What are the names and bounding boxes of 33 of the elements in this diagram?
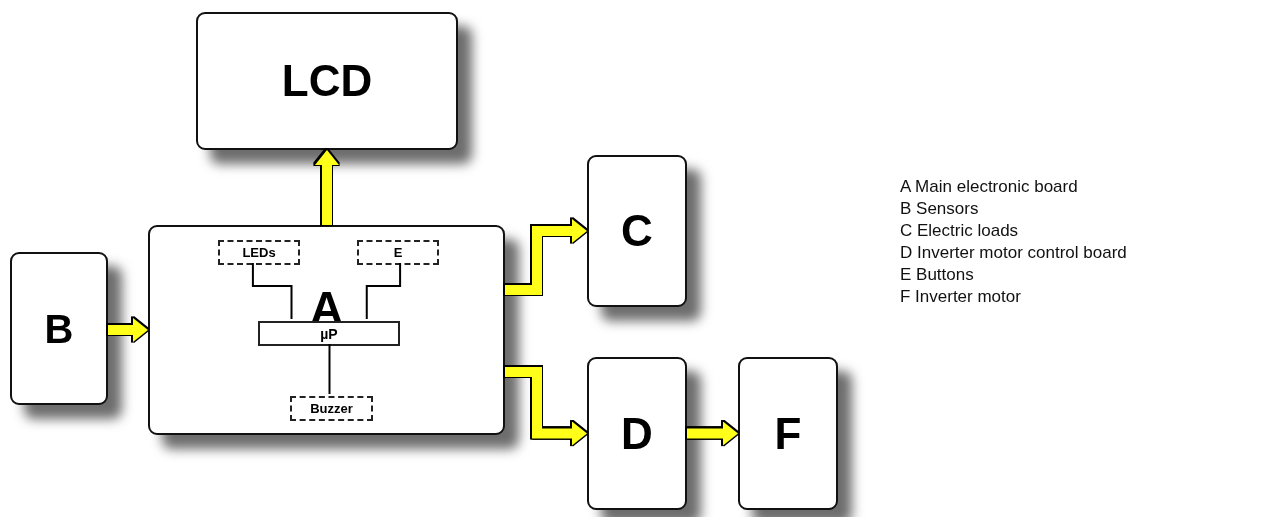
- block-arrow: [505, 219, 587, 295]
- block-letter: F: [774, 411, 802, 456]
- key-text: C Electric loads: [900, 220, 1020, 242]
- connector-line: [365, 262, 402, 320]
- connector-line: [328, 343, 331, 395]
- component-label: LEDs: [242, 245, 276, 260]
- block-arrow: [505, 367, 587, 446]
- key-text: B Sensors: [900, 198, 980, 220]
- component-label: E: [393, 245, 403, 260]
- block-letter: D: [621, 411, 653, 456]
- dashed-component-box: [290, 396, 373, 421]
- key-text: F Inverter motor: [900, 286, 1022, 308]
- component-label: Buzzer: [310, 401, 353, 416]
- block-letter: C: [621, 209, 653, 253]
- block-letter: LCD: [281, 59, 373, 103]
- block-letter: B: [44, 308, 74, 349]
- block-box: [587, 357, 687, 510]
- component-label: µP: [320, 325, 338, 342]
- block-arrow: [315, 150, 339, 225]
- dashed-component-box: [357, 240, 439, 265]
- block-box: [148, 225, 505, 435]
- block-arrow: [687, 421, 738, 446]
- component-box: [258, 321, 400, 346]
- block-box: [196, 12, 458, 150]
- block-arrow: [108, 318, 148, 342]
- key-text: E Buttons: [900, 264, 975, 286]
- connector-line: [251, 262, 293, 320]
- key-text: A Main electronic board: [900, 176, 1079, 198]
- block-box: [587, 155, 687, 307]
- dashed-component-box: [218, 240, 300, 265]
- key-text: D Inverter motor control board: [900, 242, 1127, 264]
- block-box: [10, 252, 108, 405]
- block-box: [738, 357, 838, 510]
